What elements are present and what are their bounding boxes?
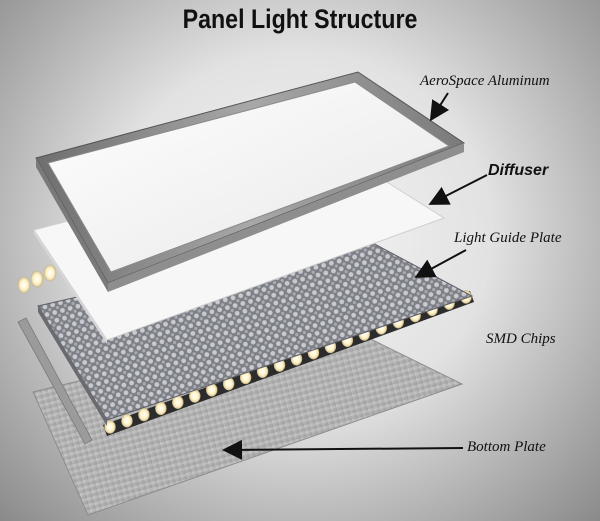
led-chip <box>138 407 150 422</box>
arrow-diffuser <box>428 174 488 205</box>
label-smd-chips: SMD Chips <box>486 331 556 347</box>
label-light-guide-plate: Light Guide Plate <box>454 230 562 246</box>
led-chip <box>155 401 167 416</box>
diagram-title: Panel Light Structure <box>182 4 418 34</box>
led-chip <box>121 414 133 428</box>
side-rail <box>17 317 93 445</box>
label-aerospace-aluminum: AeroSpace Aluminum <box>420 73 550 89</box>
callout-arrows <box>222 92 488 460</box>
side-led-cluster <box>17 264 57 294</box>
arrow-light-guide <box>414 249 467 278</box>
label-diffuser: Diffuser <box>488 162 549 179</box>
led-chip <box>104 420 116 434</box>
label-bottom-plate: Bottom Plate <box>467 439 546 455</box>
arrow-bottom <box>222 439 464 460</box>
arrow-aluminum <box>429 92 450 122</box>
aluminum-frame <box>35 71 466 292</box>
